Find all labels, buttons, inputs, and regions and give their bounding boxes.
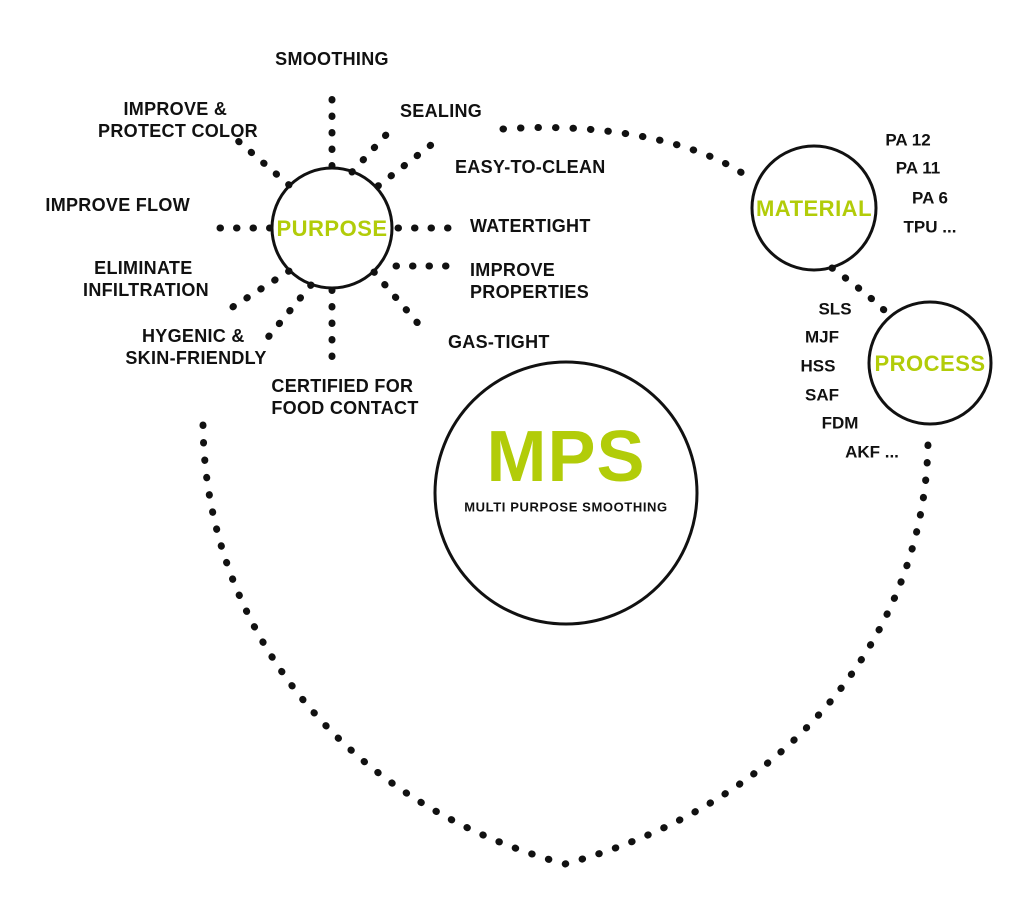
connector-material-process [828,264,890,316]
connector-purpose-material [499,124,756,184]
material-option-pa6: PA 6 [912,188,948,207]
process-label: PROCESS [874,351,985,376]
label-improve-flow: IMPROVE FLOW [45,195,190,215]
label-smoothing: SMOOTHING [275,49,389,69]
label-eliminate-infiltration: ELIMINATE INFILTRATION [83,258,209,300]
material-option-pa11: PA 11 [896,158,940,177]
purpose-spokes [201,92,459,364]
process-option-hss: HSS [801,356,836,375]
label-hygenic-skin-friendly: HYGENIC & SKIN-FRIENDLY [125,326,266,368]
label-watertight: WATERTIGHT [470,216,591,236]
spoke-easy-to-clean [374,134,444,190]
label-improve-protect-color: IMPROVE & PROTECT COLOR [98,99,258,141]
process-option-fdm: FDM [822,413,859,432]
spoke-hygenic-skin-friendly [261,281,315,345]
material-option-pa12: PA 12 [885,130,930,149]
process-circle[interactable] [867,300,993,426]
label-improve-properties: IMPROVE PROPERTIES [470,260,589,302]
material-option-tpu: TPU ... [904,217,957,236]
label-certified-for-food-contact: CERTIFIED FOR FOOD CONTACT [271,376,418,418]
label-easy-to-clean: EASY-TO-CLEAN [455,157,606,177]
spoke-gas-tight [370,268,425,331]
process-option-akf: AKF ... [845,442,899,461]
process-option-mjf: MJF [805,327,839,346]
core-circle[interactable] [433,360,699,626]
core-title: MPS [486,417,645,497]
material-circle[interactable] [750,144,878,272]
outer-embrace-arc [199,421,932,868]
label-sealing: SEALING [400,101,482,121]
purpose-circle[interactable] [270,166,394,290]
spoke-sealing [348,120,400,176]
process-option-sls: SLS [818,299,851,318]
material-options-list: PA 12 PA 11 PA 6 TPU ... [885,130,956,236]
process-options-list: SLS MJF HSS SAF FDM AKF ... [801,299,899,461]
spoke-improve-protect-color [233,136,293,189]
spoke-eliminate-infiltration [224,267,293,314]
process-option-saf: SAF [805,385,839,404]
core-subtitle: MULTI PURPOSE SMOOTHING [464,499,668,514]
purpose-label: PURPOSE [276,216,387,241]
material-label: MATERIAL [756,196,872,221]
label-gas-tight: GAS-TIGHT [448,332,550,352]
